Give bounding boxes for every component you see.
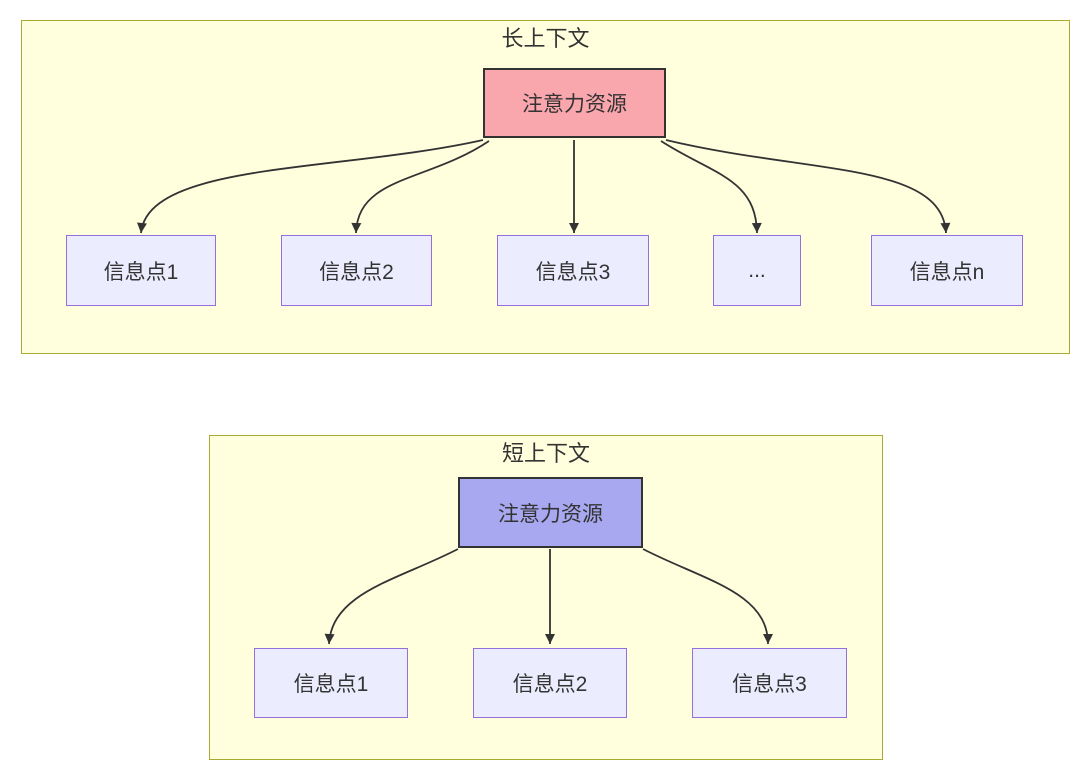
- long-info-node-ellipsis: ...: [713, 235, 801, 306]
- long-info-node-1: 信息点1: [66, 235, 216, 306]
- long-info-node-3: 信息点3: [497, 235, 649, 306]
- short-attention-node: 注意力资源: [458, 477, 643, 548]
- long-attention-node: 注意力资源: [483, 68, 666, 138]
- long-info-node-2: 信息点2: [281, 235, 432, 306]
- long-context-title: 长上下文: [501, 26, 590, 51]
- long-info-node-n: 信息点n: [871, 235, 1023, 306]
- short-context-title: 短上下文: [501, 441, 590, 466]
- short-info-node-1: 信息点1: [254, 648, 408, 718]
- short-info-node-2: 信息点2: [473, 648, 627, 718]
- short-info-node-3: 信息点3: [692, 648, 847, 718]
